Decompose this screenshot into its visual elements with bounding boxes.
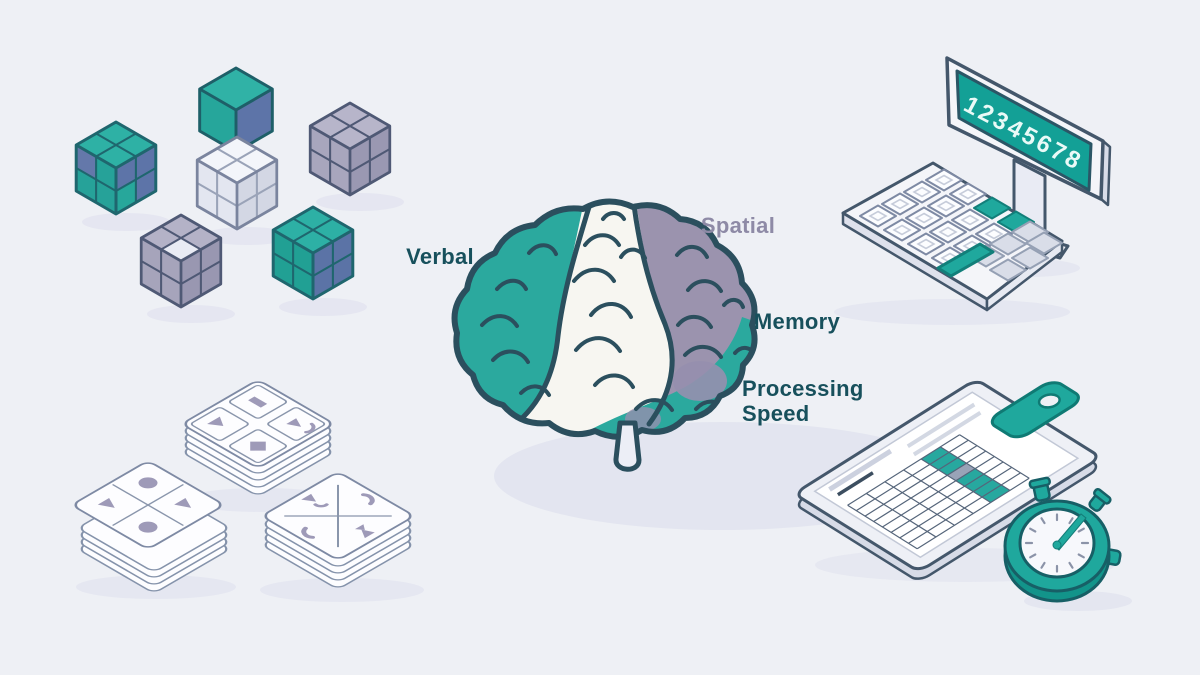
score-grid xyxy=(848,435,1030,549)
left-sulcus-line xyxy=(516,204,592,424)
cube-teal xyxy=(271,205,355,301)
highlighted-cell xyxy=(947,463,976,481)
stopwatch-crown xyxy=(1028,476,1051,502)
digit-display-illustration: 12345678 xyxy=(834,56,1112,325)
cube-teal-blue-mixed xyxy=(74,120,158,216)
label-verbal: Verbal xyxy=(406,244,474,269)
label-processing: Processing xyxy=(742,376,864,401)
label-memory: Memory xyxy=(754,309,841,334)
cube-shadow xyxy=(279,298,367,316)
card-stack-cells xyxy=(180,381,336,498)
gyri-squiggles-left xyxy=(480,243,558,397)
page-text-lines xyxy=(904,405,984,455)
card-stack-arcs xyxy=(260,473,416,591)
label-speed: Speed xyxy=(742,401,810,426)
stopwatch-pivot xyxy=(1052,540,1062,550)
stopwatch-ticks xyxy=(1024,513,1090,573)
block-design-cubes-illustration xyxy=(74,66,404,323)
page-heading-line xyxy=(830,451,891,490)
teal-bar-key xyxy=(936,242,995,278)
clip-hole xyxy=(1035,392,1064,410)
monitor-screen xyxy=(955,69,1093,192)
brain-stem xyxy=(613,420,642,472)
card-stack-shapes xyxy=(74,462,232,595)
label-spatial: Spatial xyxy=(701,213,775,238)
cube-shadow xyxy=(316,193,404,211)
stopwatch-button-top xyxy=(1088,488,1112,512)
cube-gray-notched xyxy=(139,213,223,309)
cube-light-gray xyxy=(195,135,279,231)
cube-shadow xyxy=(147,305,235,323)
cube-shadow xyxy=(82,213,170,231)
gyri-squiggles-center xyxy=(572,211,647,389)
keypad-shadow xyxy=(834,299,1070,325)
gyri-squiggles-right xyxy=(675,245,745,329)
stopwatch-illustration xyxy=(1003,476,1132,611)
cube-shadow xyxy=(203,227,291,245)
right-sulcus-line xyxy=(631,202,675,427)
pattern-card-stacks-illustration xyxy=(74,381,424,602)
keypad-keys xyxy=(859,168,1063,282)
page-heading-dash xyxy=(838,473,873,495)
stack-shadow xyxy=(260,578,424,602)
gyri-squiggles-bottom xyxy=(634,345,755,412)
cube-lavender xyxy=(308,101,392,197)
